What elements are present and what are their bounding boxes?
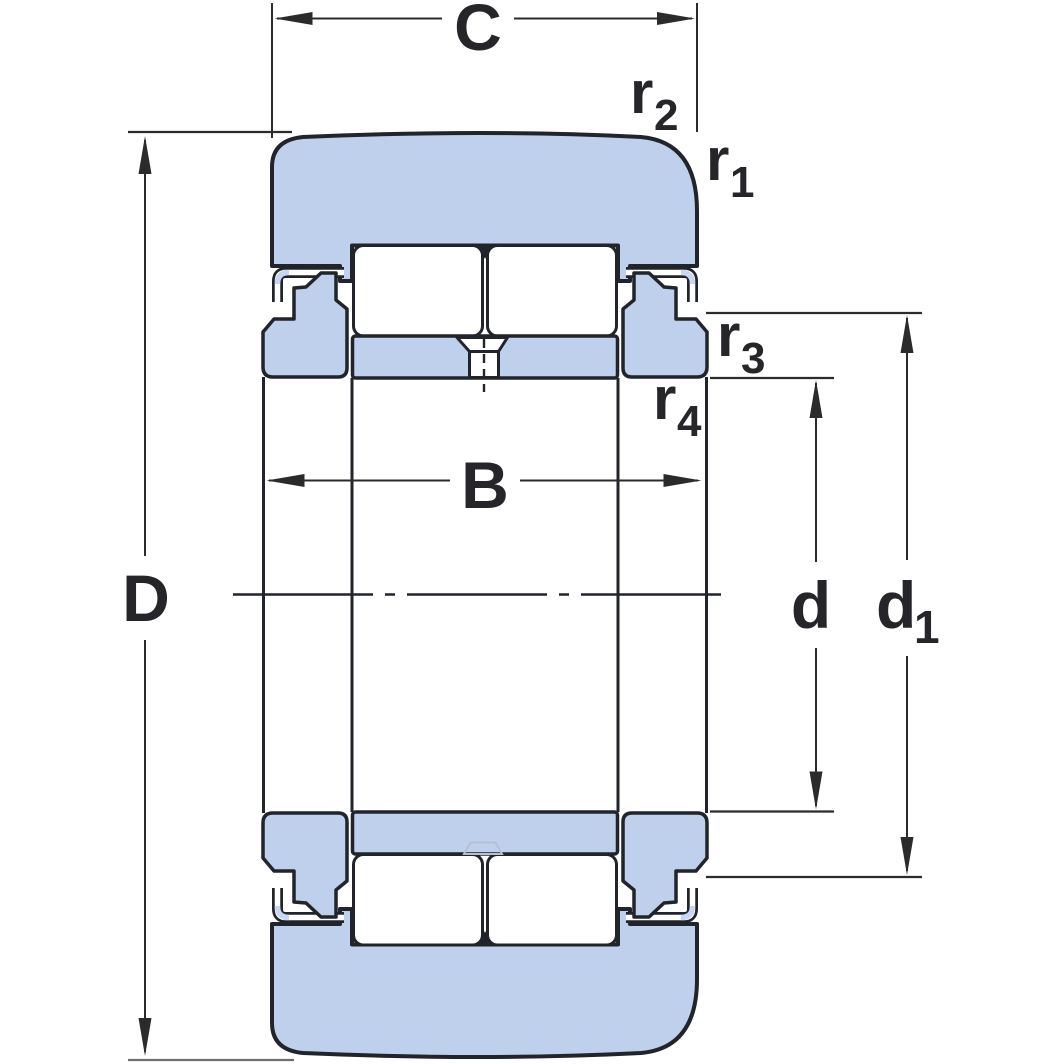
dim-C-arrow-left: [274, 12, 313, 25]
dim-d-arrow-top: [809, 380, 823, 418]
dim-label-r2-base: r: [630, 59, 653, 126]
dim-label-d1-subscript: 1: [914, 601, 940, 653]
dimension-d1: d 1: [706, 311, 940, 879]
dim-d1-arrow-top: [900, 315, 914, 353]
dim-label-r4-subscript: 4: [677, 397, 702, 446]
dim-D-arrow-bottom: [138, 1018, 152, 1056]
roller-junction-wedge-bottom: [478, 931, 492, 944]
roller-bottom-left: [352, 853, 484, 947]
corner-detail-bottom-left: [263, 813, 347, 918]
dimension-D: D: [122, 130, 294, 1062]
roller-junction-wedge-top: [478, 246, 492, 259]
inner-ring-bottom-band: [350, 810, 620, 856]
dimension-B: B: [266, 448, 702, 522]
dim-D-arrow-top: [138, 136, 152, 174]
corner-detail-bottom-right: [623, 813, 707, 918]
dim-label-r1-subscript: 1: [730, 158, 754, 207]
roller-top-right: [486, 244, 618, 338]
inner-ring: [350, 334, 620, 856]
radius-labels: r 2 r 1 r 3 r 4: [630, 59, 765, 446]
dim-label-r4-base: r: [653, 365, 676, 432]
roller-top-left: [352, 244, 484, 338]
dim-label-C: C: [454, 0, 502, 64]
outer-ring-bottom-section: [270, 907, 699, 1059]
dim-label-r2-subscript: 2: [654, 91, 678, 140]
corner-detail-top-right: [623, 273, 707, 378]
dimension-d: d: [710, 376, 834, 813]
dim-label-d1-base: d: [876, 568, 916, 642]
dim-C-arrow-right: [657, 12, 695, 25]
dim-B-arrow-left: [266, 474, 305, 487]
roller-bottom-right: [486, 853, 618, 947]
dim-B-arrow-right: [663, 474, 702, 487]
dim-label-r1-base: r: [706, 126, 729, 193]
dim-label-D: D: [122, 561, 170, 635]
dim-d-arrow-bottom: [809, 771, 823, 810]
dim-label-r3-base: r: [717, 302, 740, 369]
lubrication-hole-countersink-bottom-faint: [462, 841, 504, 855]
dimension-C: C: [271, 0, 698, 138]
dim-label-r3-subscript: 3: [741, 334, 765, 383]
dim-d1-arrow-bottom: [900, 837, 914, 875]
dim-label-d: d: [791, 568, 831, 642]
outer-ring-top-section: [270, 131, 699, 283]
dim-label-B: B: [461, 448, 509, 522]
rollers: [352, 244, 618, 947]
corner-detail-top-left: [263, 273, 347, 378]
